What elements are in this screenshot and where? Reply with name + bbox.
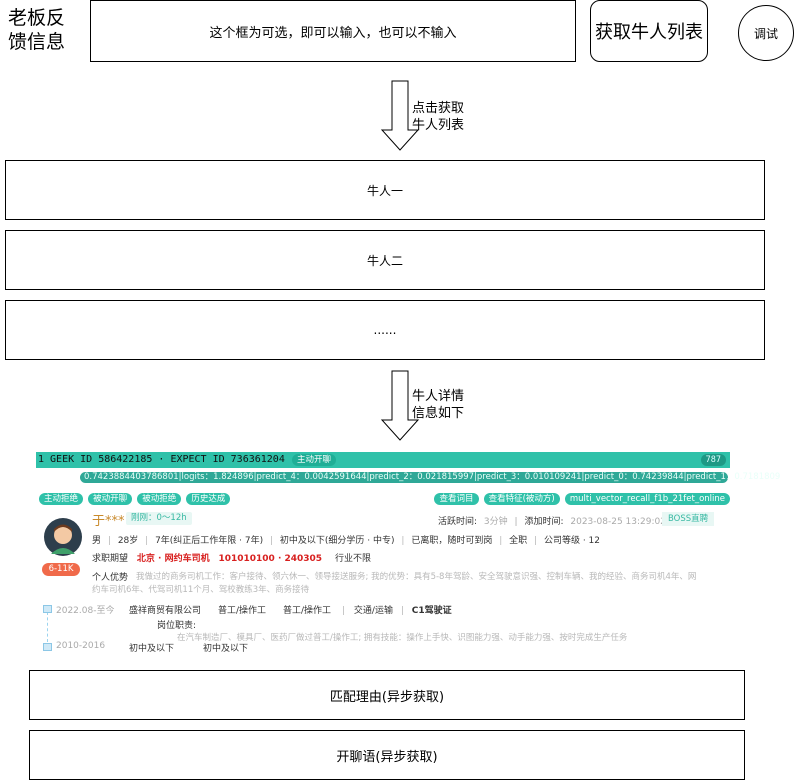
added-value: 2023-08-25 13:29:02 — [570, 517, 666, 527]
profile-gender: 男 — [92, 536, 102, 546]
fetch-geek-list-button[interactable]: 获取牛人列表 — [590, 0, 708, 62]
expect-code: 101010100 · 240305 — [218, 554, 323, 564]
advantage-label: 个人优势 — [92, 573, 129, 583]
active-time: 活跃时间: 3分钟 | 添加时间: 2023-08-25 13:29:02 — [438, 514, 666, 527]
arrow-label-line: 牛人列表 — [412, 118, 465, 133]
down-arrow-icon — [380, 370, 420, 441]
separator: | — [514, 517, 518, 527]
geek-expect-id: 1 GEEK ID 586422185 · EXPECT ID 73636120… — [38, 454, 285, 465]
arrow-label-line: 信息如下 — [412, 406, 465, 421]
feedback-input-placeholder: 这个框为可选，即可以输入，也可以不输入 — [209, 25, 457, 41]
separator: | — [534, 536, 538, 546]
boss-zhipin-label: BOSS直聘 — [668, 514, 709, 524]
debug-button-label: 调试 — [753, 26, 778, 41]
arrow-label-line: 点击获取 — [412, 101, 465, 116]
work-title: 普工/操作工 — [218, 606, 267, 616]
profile-work-years: 7年(纠正后工作年限 · 7年) — [155, 536, 264, 546]
geek-list-item[interactable]: ...... — [5, 300, 765, 360]
view-terms-button[interactable]: 查看词目 — [434, 493, 479, 505]
profile-company-level: 公司等级 · 12 — [543, 536, 600, 546]
recall-strategy-tag: multi_vector_recall_f1b_21fet_online — [564, 493, 730, 505]
opening-line-box: 开聊语(异步获取) — [29, 730, 745, 780]
separator: | — [400, 606, 404, 616]
boss-zhipin-button[interactable]: BOSS直聘 — [662, 512, 715, 526]
feedback-input-box[interactable]: 这个框为可选，即可以输入，也可以不输入 — [90, 0, 576, 62]
geek-list-item-label: 牛人一 — [366, 183, 403, 198]
chat-initiated-tag: 主动开聊 — [292, 454, 337, 466]
geek-list-item-label: ...... — [373, 323, 397, 337]
online-status-badge: 刚刚：0～12h — [126, 512, 192, 525]
profile-row: 男 | 28岁 | 7年(纠正后工作年限 · 7年) | 初中及以下(细分学历 … — [92, 533, 600, 546]
opening-line-label: 开聊语(异步获取) — [336, 749, 438, 765]
job-expectation-row: 求职期望 北京 · 网约车司机 101010100 · 240305 行业不限 — [92, 551, 371, 564]
tag-active-reject[interactable]: 主动拒绝 — [39, 493, 84, 505]
arrow-label-fetch: 点击获取 牛人列表 — [412, 100, 464, 134]
profile-age: 28岁 — [117, 536, 139, 546]
advantage-text: 约车司机6年、代驾司机11个月、驾校教练3年、商务接待 — [92, 585, 310, 595]
separator: | — [145, 536, 149, 546]
geek-list-item-label: 牛人二 — [366, 253, 403, 268]
expect-label: 求职期望 — [92, 554, 129, 564]
geek-id-bar: 1 GEEK ID 586422185 · EXPECT ID 73636120… — [36, 452, 730, 468]
active-label: 活跃时间: — [438, 517, 478, 527]
expect-city-job: 北京 · 网约车司机 — [136, 554, 210, 564]
separator: | — [107, 536, 111, 546]
work-period: 2022.08-至今 — [56, 606, 115, 616]
profile-job-status: 已离职，随时可到岗 — [411, 536, 493, 546]
tag-history-deal[interactable]: 历史达成 — [186, 493, 231, 505]
right-tag-row: 查看词目 查看特征(被动方) multi_vector_recall_f1b_2… — [434, 486, 730, 505]
match-reason-box: 匹配理由(异步获取) — [29, 670, 745, 720]
work-category-text: 交通/运输 — [353, 606, 393, 616]
work-license: C1驾驶证 — [411, 606, 452, 616]
fetch-geek-list-label: 获取牛人列表 — [595, 22, 703, 43]
arrow-label-line: 牛人详情 — [412, 389, 465, 404]
salary-badge: 6-11K — [42, 563, 80, 576]
down-arrow-icon — [380, 80, 420, 151]
separator: | — [499, 536, 503, 546]
edu-school: 初中及以下 — [129, 644, 175, 654]
match-reason-label: 匹配理由(异步获取) — [329, 689, 445, 705]
active-value: 3分钟 — [483, 517, 508, 527]
tag-passive-reject[interactable]: 被动拒绝 — [137, 493, 182, 505]
geek-name: 于*** — [92, 514, 125, 529]
avatar — [44, 518, 82, 556]
logits-bar: 0.7423884403786801|logits：1.824896|predi… — [80, 472, 780, 483]
work-company: 盛祥商贸有限公司 — [129, 606, 202, 616]
boss-feedback-title: 老板反馈信息 — [8, 7, 66, 53]
separator: | — [401, 536, 405, 546]
geek-list-item[interactable]: 牛人一 — [5, 160, 765, 220]
geek-detail-card: 1 GEEK ID 586422185 · EXPECT ID 73636120… — [36, 452, 780, 664]
view-features-button[interactable]: 查看特征(被动方) — [483, 493, 560, 505]
edu-degree: 初中及以下 — [203, 644, 249, 654]
profile-job-type: 全职 — [509, 536, 528, 546]
separator: | — [342, 606, 346, 616]
left-tag-row: 主动拒绝 被动开聊 被动拒绝 历史达成 — [39, 486, 231, 505]
salary-value: 6-11K — [48, 564, 74, 574]
work-category: | 交通/运输 | C1驾驶证 — [342, 603, 452, 616]
online-status-text: 刚刚：0～12h — [131, 513, 187, 523]
advantage-text: 我做过的商务司机工作：客户接待、领六休一、领导接送服务; 我的优势：具有5-8年… — [136, 572, 697, 582]
debug-button[interactable]: 调试 — [738, 5, 794, 61]
profile-education: 初中及以下(细分学历 · 中专) — [279, 536, 395, 546]
geek-list-item[interactable]: 牛人二 — [5, 230, 765, 290]
added-label: 添加时间: — [524, 517, 564, 527]
timeline-line — [47, 612, 48, 642]
duty-label: 岗位职责: — [157, 621, 197, 631]
graduation-cap-icon — [43, 643, 52, 651]
calendar-icon — [43, 605, 52, 613]
score-badge: 787 — [700, 454, 726, 466]
separator: | — [270, 536, 274, 546]
tag-passive-chat[interactable]: 被动开聊 — [88, 493, 133, 505]
arrow-label-detail: 牛人详情 信息如下 — [412, 388, 464, 422]
expect-industry: 行业不限 — [334, 554, 371, 564]
duty-text: 在汽车制造厂、模具厂、医药厂做过普工/操作工; 拥有技能：操作上手快、识图能力强… — [177, 633, 628, 643]
work-title: 普工/操作工 — [283, 606, 332, 616]
edu-period: 2010-2016 — [56, 641, 106, 651]
